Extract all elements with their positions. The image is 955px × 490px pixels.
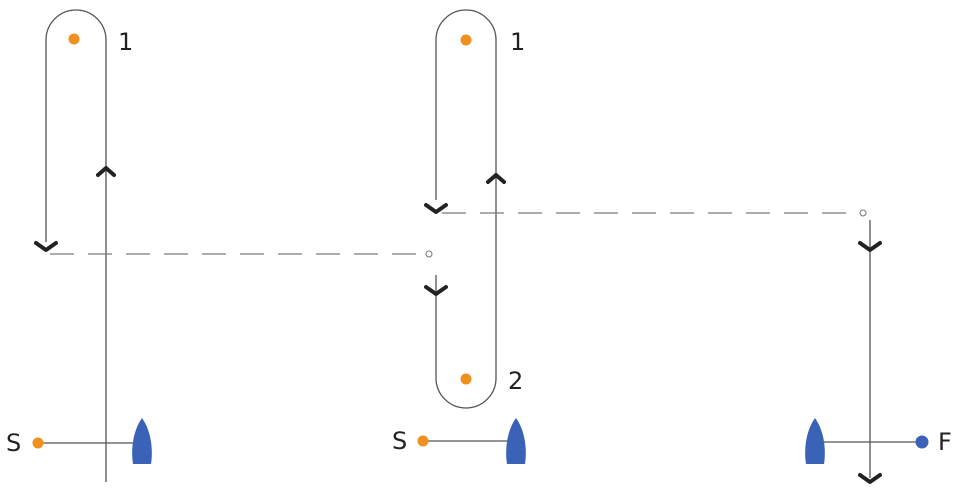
course-left-start-label: S [6, 429, 21, 457]
course-left-down-arrow [34, 241, 58, 252]
course-middle-mark-2-label: 2 [508, 367, 523, 395]
course-left: 1 S [6, 9, 152, 482]
course-left-up-arrow [96, 166, 116, 177]
course-right-down-arrow-upper [858, 241, 882, 252]
course-middle-start-label: S [392, 427, 407, 455]
course-right-finish-mark [915, 435, 929, 449]
connector-left-middle-end-marker [425, 250, 433, 258]
course-right: F [805, 220, 952, 484]
course-middle-mark-1 [460, 34, 472, 46]
connector-middle-right-end-marker [859, 209, 867, 217]
course-left-loop [45, 9, 107, 482]
course-middle-down-arrow-upper [424, 203, 448, 214]
course-right-finish-label: F [938, 428, 952, 456]
course-right-boat-icon [805, 418, 825, 464]
course-left-start-mark [32, 437, 44, 449]
course-middle-mark-1-label: 1 [510, 28, 525, 56]
course-left-mark-1-label: 1 [118, 28, 133, 56]
course-right-down-arrow-lower [858, 473, 882, 484]
course-middle-down-arrow-lower [424, 285, 448, 296]
course-middle-up-arrow [486, 173, 506, 184]
course-left-boat-icon [132, 418, 152, 464]
course-middle: 1 2 S [392, 9, 526, 464]
course-middle-mark-2 [460, 373, 472, 385]
course-middle-start-mark [417, 435, 429, 447]
course-middle-boat-icon [506, 418, 526, 464]
course-left-mark-1 [68, 33, 80, 45]
course-middle-loop [435, 9, 497, 409]
